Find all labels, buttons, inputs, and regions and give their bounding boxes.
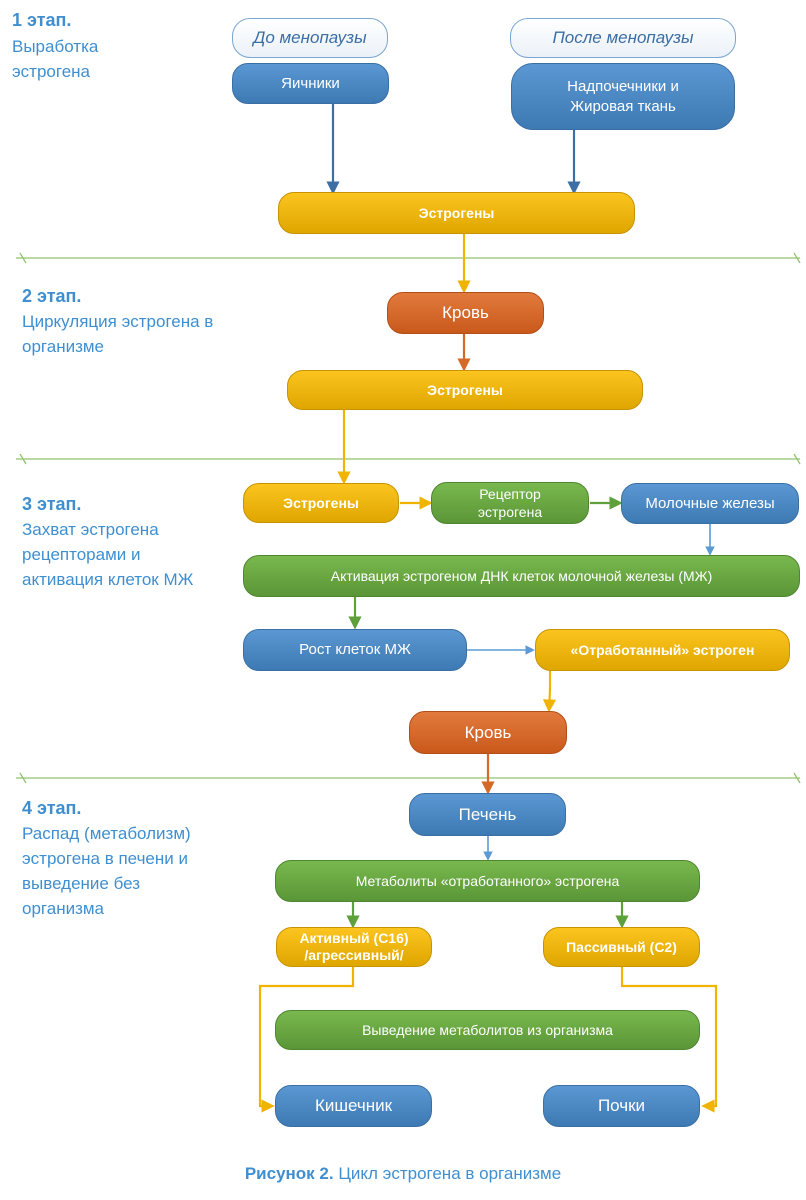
caption-text: Цикл эстрогена в организме bbox=[333, 1164, 562, 1183]
stage-3-line-3: активация клеток МЖ bbox=[22, 570, 194, 589]
active-metabolite-node: Активный (С16) /агрессивный/ bbox=[276, 927, 432, 967]
stage-2-line-1: Циркуляция эстрогена в bbox=[22, 312, 214, 331]
stage-4-line-3: выведение без bbox=[22, 874, 141, 893]
stage-2-line-2: организме bbox=[22, 337, 105, 356]
excretion-node: Выведение метаболитов из организма bbox=[275, 1010, 700, 1050]
stage-3-line-1: Захват эстрогена bbox=[22, 520, 159, 539]
liver-node: Печень bbox=[409, 793, 566, 836]
estrogens-node-2: Эстрогены bbox=[287, 370, 643, 410]
active-line-2: /агрессивный/ bbox=[304, 947, 404, 963]
metabolites-node: Метаболиты «отработанного» эстрогена bbox=[275, 860, 700, 902]
stage-3-description: Захват эстрогена рецепторами и активация… bbox=[22, 517, 193, 592]
spent-estrogen-node: «Отработанный» эстроген bbox=[535, 629, 790, 671]
stage-1-line-1: Выработка bbox=[12, 37, 99, 56]
figure-caption: Рисунок 2. Цикл эстрогена в организме bbox=[0, 1164, 806, 1184]
stage-4-line-2: эстрогена в печени и bbox=[22, 849, 188, 868]
stage-3-line-2: рецепторами и bbox=[22, 545, 141, 564]
arrow-spent-blood bbox=[542, 670, 557, 713]
receptor-node: Рецептор эстрогена bbox=[431, 482, 589, 524]
stage-3-title: 3 этап. bbox=[22, 494, 82, 514]
active-line-1: Активный (С16) bbox=[299, 930, 409, 946]
pre-menopause-label: До менопаузы bbox=[232, 18, 388, 58]
adrenal-fat-line-2: Жировая ткань bbox=[570, 97, 676, 115]
receptor-line-1: Рецептор bbox=[479, 486, 541, 502]
stage-1-description: Выработка эстрогена bbox=[12, 34, 98, 84]
receptor-line-2: эстрогена bbox=[477, 504, 543, 520]
stage-4-description: Распад (метаболизм) эстрогена в печени и… bbox=[22, 821, 191, 921]
stage-4-line-1: Распад (метаболизм) bbox=[22, 824, 191, 843]
blood-node-2: Кровь bbox=[409, 711, 567, 754]
cell-growth-node: Рост клеток МЖ bbox=[243, 629, 467, 671]
adrenal-fat-line-1: Надпочечники и bbox=[567, 77, 679, 95]
stage-divider-3 bbox=[16, 772, 801, 784]
adrenal-fat-node: Надпочечники и Жировая ткань bbox=[511, 63, 735, 130]
stage-1-title: 1 этап. bbox=[12, 10, 72, 30]
stage-2-title: 2 этап. bbox=[22, 286, 82, 306]
caption-label: Рисунок 2. bbox=[244, 1164, 334, 1183]
estrogens-node-1: Эстрогены bbox=[278, 192, 635, 234]
stage-2-description: Циркуляция эстрогена в организме bbox=[22, 309, 213, 359]
stage-divider-1 bbox=[16, 252, 801, 264]
post-menopause-label: После менопаузы bbox=[510, 18, 736, 58]
intestine-node: Кишечник bbox=[275, 1085, 432, 1127]
blood-node-1: Кровь bbox=[387, 292, 544, 334]
arrow-passive-kidneys bbox=[620, 967, 718, 1113]
passive-metabolite-node: Пассивный (С2) bbox=[543, 927, 700, 967]
arrow-active-intestine bbox=[258, 967, 355, 1113]
estrogens-node-3: Эстрогены bbox=[243, 483, 399, 523]
kidneys-node: Почки bbox=[543, 1085, 700, 1127]
activation-node: Активация эстрогеном ДНК клеток молочной… bbox=[243, 555, 800, 597]
stage-1-line-2: эстрогена bbox=[12, 62, 90, 81]
stage-4-title: 4 этап. bbox=[22, 798, 82, 818]
mammary-node: Молочные железы bbox=[621, 483, 799, 524]
stage-divider-2 bbox=[16, 453, 801, 465]
stage-4-line-4: организма bbox=[22, 899, 105, 918]
ovaries-node: Яичники bbox=[232, 63, 389, 104]
